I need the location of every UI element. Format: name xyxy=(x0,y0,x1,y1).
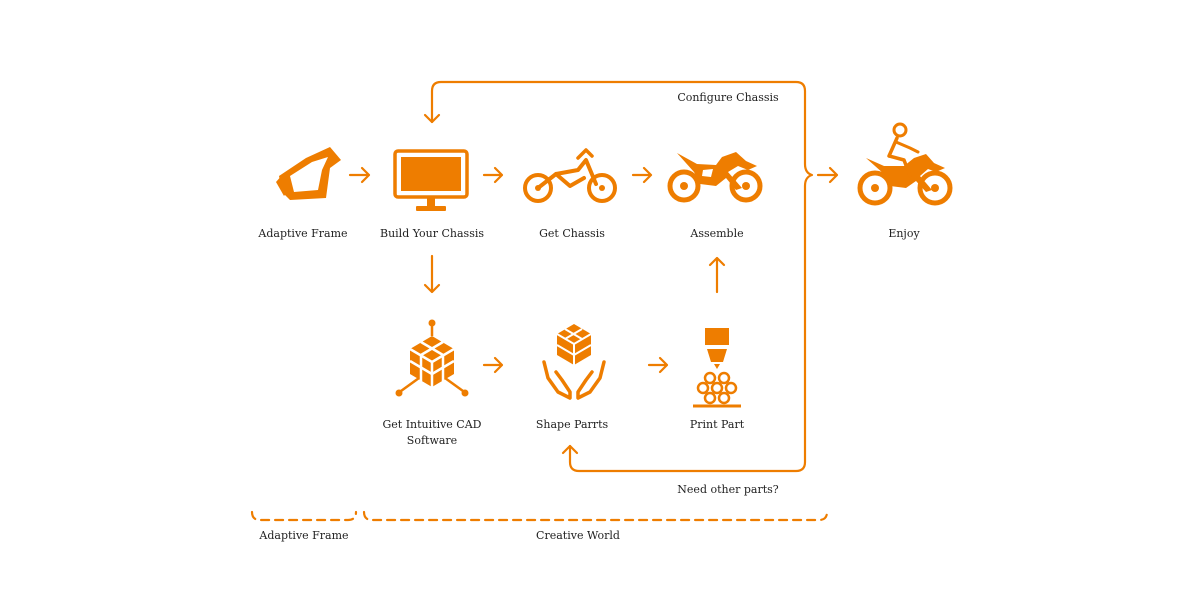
3d-printer-icon xyxy=(693,328,741,408)
step-label-shape-parts: Shape Parrts xyxy=(535,418,609,431)
hands-holding-cube-icon xyxy=(542,324,606,400)
step-label-get-chassis: Get Chassis xyxy=(539,227,605,240)
step-label-print-part: Print Part xyxy=(689,418,745,431)
configure-chassis-loop xyxy=(423,80,814,473)
adaptive-frame-brace xyxy=(250,510,358,522)
step-label-build-chassis: Build Your Chassis xyxy=(379,227,485,240)
step-label-cad-software: Get Intuitive CAD Software xyxy=(382,418,482,447)
flow-arrows xyxy=(348,166,839,374)
step-label-adaptive-frame: Adaptive Frame xyxy=(258,227,348,240)
arrow-build-to-chassis xyxy=(482,166,504,184)
rider-on-bike-icon xyxy=(857,122,953,206)
network-cube-icon xyxy=(395,319,469,397)
creative-world-brace xyxy=(362,510,829,522)
group-label-creative-world: Creative World xyxy=(536,529,620,542)
monitor-icon xyxy=(393,149,469,211)
step-label-assemble: Assemble xyxy=(690,227,744,240)
group-label-adaptive-frame: Adaptive Frame xyxy=(259,529,349,542)
arrow-cad-to-shape xyxy=(482,356,504,374)
bike-chassis-icon xyxy=(523,148,617,203)
frame-part-icon xyxy=(276,147,341,200)
arrow-assemble-to-enjoy xyxy=(816,166,839,184)
arrow-chassis-to-assemble xyxy=(631,166,653,184)
arrow-print-to-assemble xyxy=(708,256,726,294)
loop-label-need-other-parts: Need other parts? xyxy=(677,483,779,496)
loop-label-configure-chassis: Configure Chassis xyxy=(677,91,779,104)
dirt-bike-icon xyxy=(667,152,763,203)
arrow-build-to-cad xyxy=(423,254,441,294)
group-braces xyxy=(250,510,829,522)
arrow-frame-to-build xyxy=(348,166,371,184)
step-label-enjoy: Enjoy xyxy=(888,227,920,240)
arrow-shape-to-print xyxy=(647,356,669,374)
